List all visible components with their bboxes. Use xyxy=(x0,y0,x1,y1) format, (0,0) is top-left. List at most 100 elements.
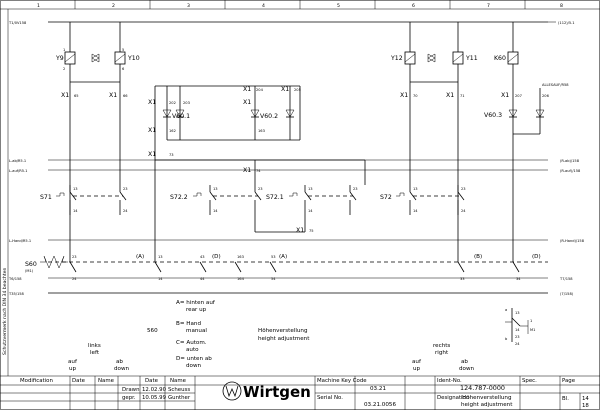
allesauf-label: ALLESAUF/R58 xyxy=(542,83,569,87)
s60-pin-13: 13 xyxy=(158,255,163,259)
tb-serial-value: 03.21.0056 xyxy=(364,402,396,408)
s60-contacts xyxy=(69,261,520,273)
tb-designation-de: Höhenverstellung xyxy=(462,395,512,401)
x1-pin-65: 65 xyxy=(74,94,79,98)
x1-pin-207: 207 xyxy=(515,94,522,98)
s60-sub-label: (M1) xyxy=(25,269,34,273)
y12-flow-icon xyxy=(427,53,436,63)
note-ab-left: ab xyxy=(116,359,123,365)
tb-page-label: Page xyxy=(562,378,576,384)
title-block-grid xyxy=(0,376,600,410)
note-auf-right: auf xyxy=(412,359,422,365)
note-left: left xyxy=(90,350,100,356)
note-auf-left: auf xyxy=(68,359,78,365)
grid-col-1: 1 xyxy=(37,3,40,9)
s60-pin-33: 33 xyxy=(460,277,465,281)
detail-m1: M1 xyxy=(530,328,535,332)
x1-label-71: X1 xyxy=(446,92,454,99)
s60-label: S60 xyxy=(25,261,37,268)
tb-drawn-date: 12.02.90 xyxy=(142,387,167,393)
x1-pin-162: 162 xyxy=(169,129,176,133)
tb-date-header: Date xyxy=(72,378,86,384)
s60-pin-163: 163 xyxy=(237,255,244,259)
valve-y10-label: Y10 xyxy=(127,55,140,62)
switch-s72 xyxy=(396,185,465,215)
s60-selector-symbol xyxy=(40,255,68,269)
x1-label-162: X1 xyxy=(148,127,156,134)
valve-y12-label: Y12 xyxy=(390,55,403,62)
y9-pin-1: 1 xyxy=(63,48,65,52)
s71-pin-24: 24 xyxy=(123,209,128,213)
legend-s60-number: 560 xyxy=(147,328,158,334)
x1-pin-74: 74 xyxy=(256,169,261,173)
rail-t35-right-label: (7/158) xyxy=(560,292,574,296)
x1-label-65: X1 xyxy=(61,92,69,99)
grid-col-2: 2 xyxy=(112,3,115,9)
switch-s71 xyxy=(56,185,127,215)
s72-pin-24: 24 xyxy=(461,209,466,213)
diode-v60-1-label: V60.1 xyxy=(172,113,190,120)
tb-ident-value: 124.787-0000 xyxy=(460,384,505,392)
tb-checked-name: Gunther xyxy=(168,395,191,401)
x1-pin-204: 204 xyxy=(256,88,264,92)
x1-label-163: X1 xyxy=(243,99,251,106)
tb-ident-label: Ident-No. xyxy=(437,378,462,384)
wirtgen-wordmark: Wirtgen xyxy=(243,383,311,401)
valve-y9-label: Y9 xyxy=(55,55,64,62)
x1-pin-203: 203 xyxy=(183,101,190,105)
note-ab-right: ab xyxy=(461,359,468,365)
note-up-right: up xyxy=(413,366,421,372)
wire-label-d: (D) xyxy=(212,254,221,260)
detail-pin-13: 13 xyxy=(515,311,520,315)
relay-k60-label: K60 xyxy=(494,55,506,62)
s60-pin-44: 44 xyxy=(200,277,205,281)
side-note: Schutzvermerk nach DIN 34 beachten xyxy=(2,268,8,355)
tb-page-no: 14 xyxy=(582,396,589,402)
note-links: links xyxy=(88,343,101,349)
y9-pin-2: 2 xyxy=(63,67,65,71)
diode-v60-2 xyxy=(250,86,295,140)
x1-pin-66: 66 xyxy=(123,94,128,98)
tb-of-label: Bl. xyxy=(562,396,569,402)
tb-machine-key-value: 03.21 xyxy=(370,386,386,392)
rail-hand-left-label: L-Hand/R5.1 xyxy=(9,239,31,243)
x1-pin-70: 70 xyxy=(413,94,418,98)
x1-pin-205: 205 xyxy=(294,88,301,92)
note-height-adjustment: height adjustment xyxy=(258,336,310,342)
switch-s72-label: S72 xyxy=(380,194,392,201)
tb-of-value: 18 xyxy=(582,403,589,409)
rail-r-ab-label: (R-ab)/158 xyxy=(560,159,580,163)
s60-pin-24: 24 xyxy=(72,277,77,281)
x1-label-207: X1 xyxy=(501,92,509,99)
x1-label-73: X1 xyxy=(148,151,156,158)
tb-drawn-name: Scheuss xyxy=(168,387,190,393)
note-down-left: down xyxy=(114,366,130,372)
x1-pin-75: 75 xyxy=(309,229,314,233)
x1-label-202: X1 xyxy=(148,99,156,106)
note-right: right xyxy=(435,350,449,356)
grid-col-5: 5 xyxy=(337,3,340,9)
top-rail-left-label: T1/0V158 xyxy=(8,21,27,25)
s60-pin-53: 53 xyxy=(271,255,276,259)
grid-col-6: 6 xyxy=(412,3,415,9)
switch-s72-2-label: S72.2 xyxy=(170,194,188,201)
s60-pin-14: 14 xyxy=(158,277,163,281)
s72-1-pin-13: 13 xyxy=(308,187,313,191)
x1-label-74: X1 xyxy=(243,167,251,174)
s60-pin-23: 23 xyxy=(72,255,77,259)
s72-1-pin-23: 23 xyxy=(353,187,358,191)
switch-s72-2 xyxy=(193,185,262,232)
legend-a-en: rear up xyxy=(186,307,207,313)
legend-d: D= unten ab xyxy=(176,356,212,362)
x1-label-75: X1 xyxy=(296,227,304,234)
note-hoehenverstellung: Höhenverstellung xyxy=(258,328,308,334)
tb-designation-en: height adjustment xyxy=(461,402,513,408)
y10-pin-5: 5 xyxy=(122,48,124,52)
s72-pin-23: 23 xyxy=(461,187,466,191)
x1-pin-163: 163 xyxy=(258,129,265,133)
detail-label-a: a xyxy=(505,308,507,312)
contact-detail-symbol xyxy=(505,308,529,342)
x1-label-70: X1 xyxy=(400,92,408,99)
x1-pin-206: 206 xyxy=(542,94,550,98)
